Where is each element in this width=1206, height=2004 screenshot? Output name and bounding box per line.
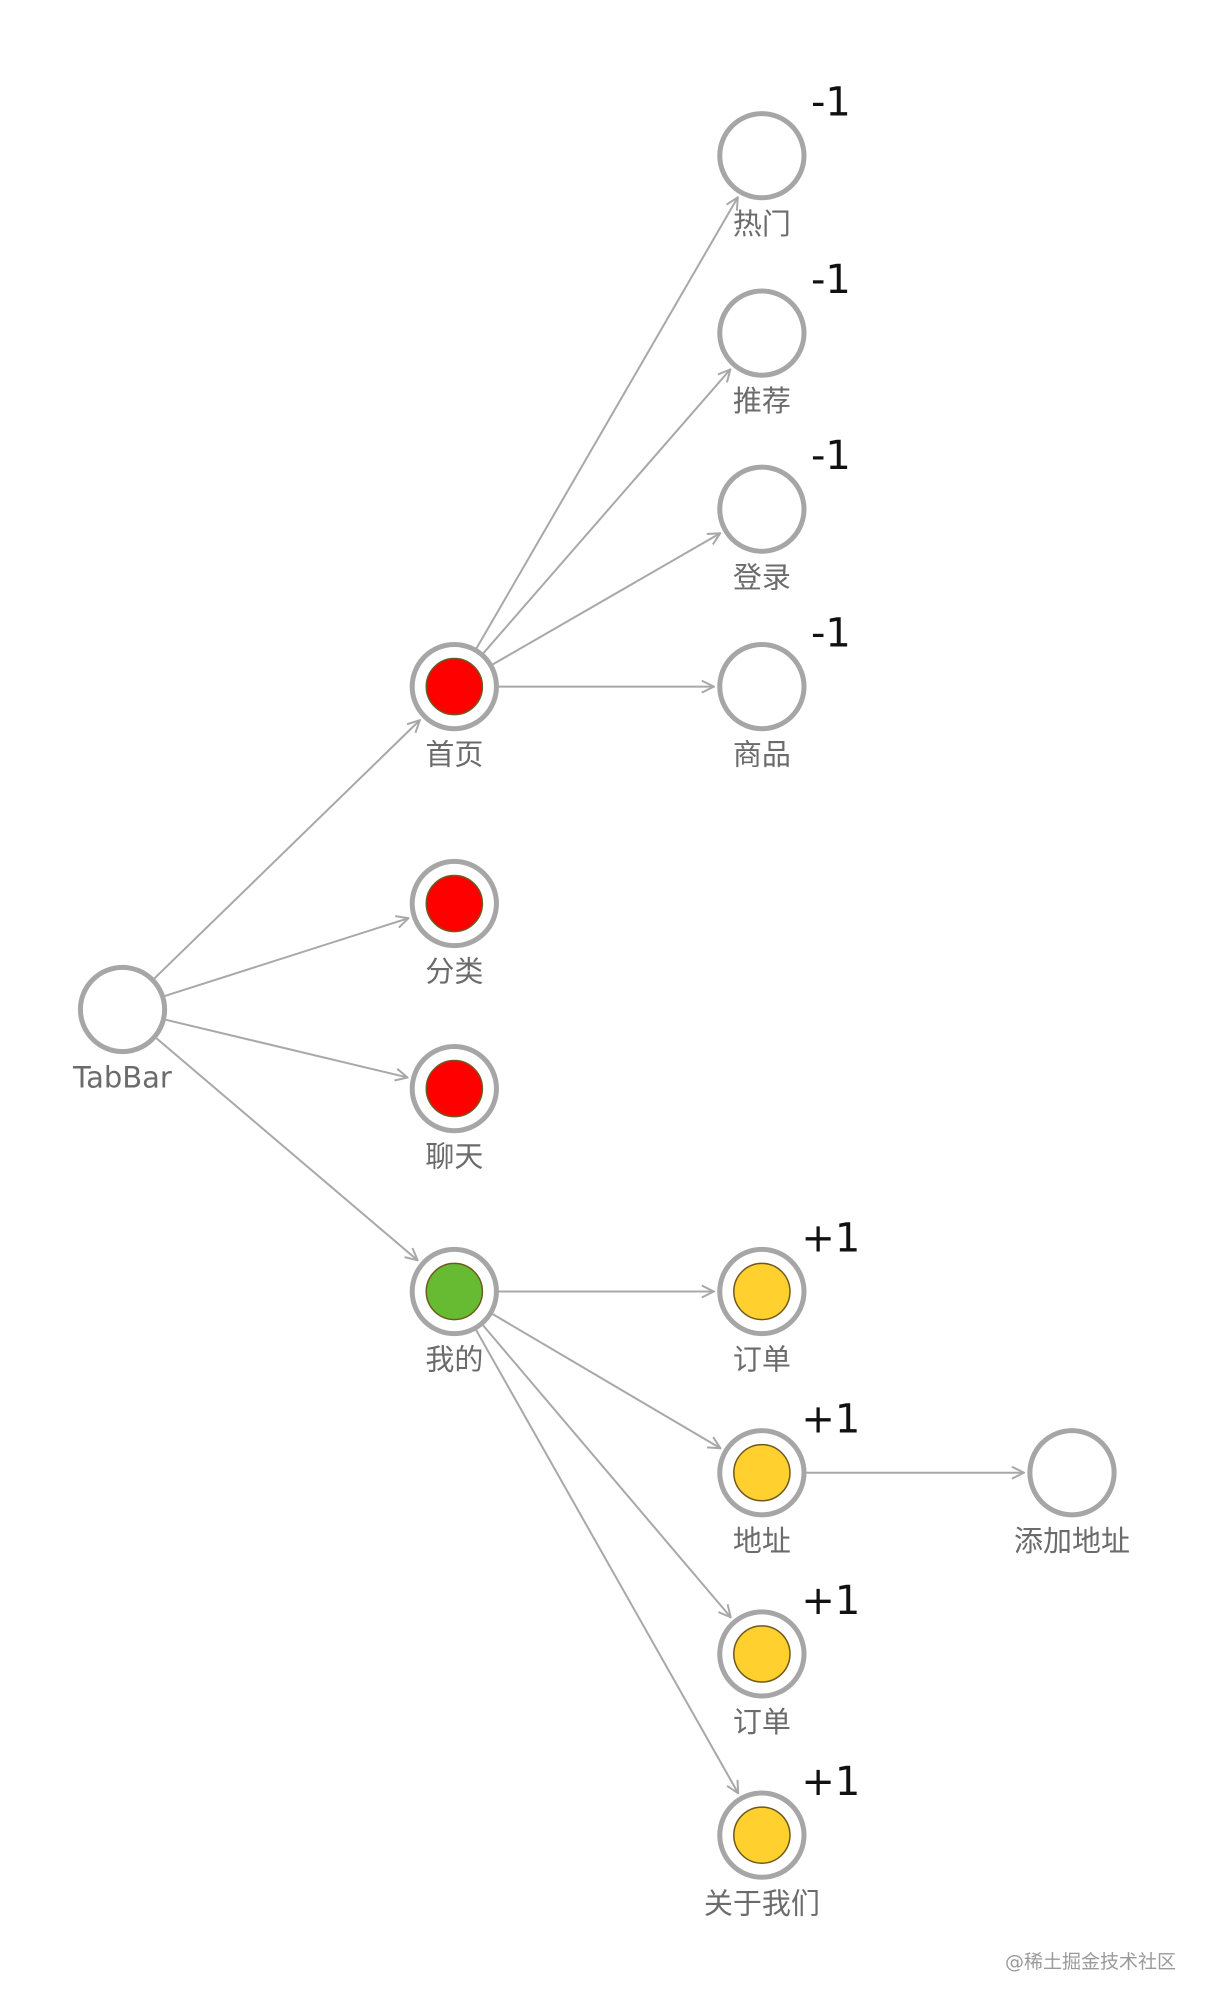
node-badge: +1: [801, 1759, 860, 1805]
node-label: TabBar: [72, 1061, 172, 1095]
node-label: 热门: [733, 207, 791, 241]
node-status-red: [425, 874, 484, 933]
edge-shouye-remen: [475, 197, 737, 649]
node-status-green: [425, 1262, 484, 1321]
edge-wode-guanyu: [475, 1329, 738, 1793]
nodes-layer: TabBar首页分类聊天我的热门-1推荐-1登录-1商品-1订单+1地址+1订单…: [72, 80, 1130, 1921]
edge-tabbar-fenlei: [164, 918, 409, 998]
node-dingdan1[interactable]: 订单 +1: [717, 1216, 861, 1377]
node-badge: +1: [801, 1578, 860, 1624]
node-ring: [717, 464, 807, 554]
node-tabbar[interactable]: TabBar: [72, 964, 172, 1095]
node-status-red: [425, 1059, 484, 1118]
node-label: 首页: [425, 738, 483, 772]
node-label: 分类: [425, 955, 483, 989]
node-badge: +1: [801, 1397, 860, 1443]
node-ring: [1027, 1428, 1117, 1518]
node-status-yellow: [733, 1262, 791, 1321]
node-ring: [717, 641, 807, 732]
node-tuijian[interactable]: 推荐 -1: [717, 257, 851, 418]
node-status-yellow: [733, 1625, 791, 1683]
edge-tabbar-shouye: [153, 720, 420, 980]
node-ring: [717, 111, 807, 201]
node-shouye[interactable]: 首页: [409, 641, 499, 772]
edge-tabbar-liaotian: [165, 1018, 407, 1078]
watermark-text: @稀土掘金技术社区: [1004, 1951, 1176, 1973]
node-status-yellow: [733, 1806, 791, 1864]
edge-shouye-tuijian: [482, 369, 730, 654]
node-dizhi[interactable]: 地址 +1: [717, 1397, 861, 1558]
node-label: 推荐: [733, 384, 791, 418]
node-denglu[interactable]: 登录 -1: [717, 433, 851, 594]
node-label: 商品: [733, 738, 791, 772]
node-shangpin[interactable]: 商品 -1: [717, 611, 851, 772]
node-dingdan2[interactable]: 订单 +1: [717, 1578, 861, 1739]
node-ring: [77, 964, 168, 1055]
node-badge: -1: [811, 80, 851, 126]
node-label: 订单: [733, 1343, 791, 1377]
node-label: 我的: [425, 1343, 483, 1377]
node-guanyu[interactable]: 关于我们 +1: [704, 1759, 860, 1920]
node-remen[interactable]: 热门 -1: [717, 80, 851, 241]
node-label: 添加地址: [1014, 1524, 1130, 1558]
node-badge: +1: [801, 1216, 860, 1262]
edge-tabbar-wode: [155, 1037, 418, 1260]
node-ring: [717, 288, 807, 378]
node-status-red: [425, 657, 484, 716]
node-badge: -1: [811, 433, 851, 479]
node-wode[interactable]: 我的: [409, 1246, 499, 1377]
node-label: 聊天: [425, 1140, 483, 1174]
node-label: 登录: [733, 560, 791, 594]
edge-wode-dizhi: [491, 1313, 720, 1448]
edge-wode-dingdan2: [482, 1324, 731, 1617]
node-badge: -1: [811, 257, 851, 303]
node-liaotian[interactable]: 聊天: [409, 1043, 499, 1174]
node-tianjia[interactable]: 添加地址: [1014, 1428, 1130, 1558]
edges-layer: [153, 197, 1024, 1793]
node-badge: -1: [811, 611, 851, 657]
node-label: 订单: [733, 1705, 791, 1739]
node-status-yellow: [733, 1443, 791, 1502]
edge-shouye-denglu: [492, 533, 721, 666]
node-label: 地址: [733, 1524, 791, 1558]
node-label: 关于我们: [704, 1886, 820, 1920]
node-fenlei[interactable]: 分类: [409, 858, 499, 989]
